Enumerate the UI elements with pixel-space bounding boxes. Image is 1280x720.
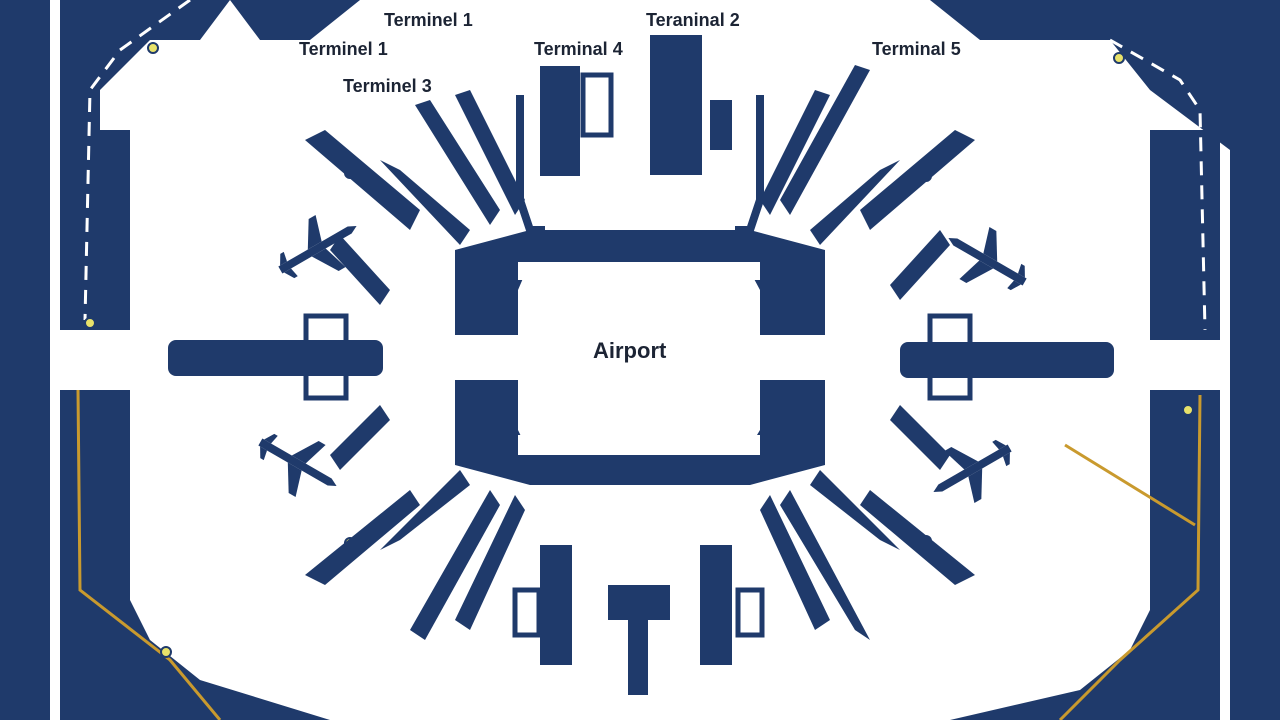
guidance-line-nw (83, 0, 191, 321)
terminal-label: Terminel 3 (343, 76, 432, 96)
pier-northwest (305, 90, 525, 305)
pier-east (900, 313, 1114, 401)
terminal-label: Terminel 1 (384, 10, 473, 30)
airplane-icon (948, 227, 1027, 291)
taxiway-line-sw (76, 389, 222, 720)
airplane-icon (933, 439, 1012, 503)
guidance-line-ne (1109, 38, 1207, 331)
terminal-label: Terminel 1 (299, 39, 388, 59)
terminal-label: Teraninal 2 (646, 10, 740, 30)
terminal-label: Terminal 5 (872, 39, 961, 59)
airport-label: Airport (593, 338, 667, 363)
airplane-icon (258, 433, 337, 497)
airplane-icon (278, 215, 357, 279)
taxiway-line-east (1064, 443, 1196, 527)
corner-aprons (60, 0, 1230, 720)
pier-southwest (305, 405, 525, 640)
pier-southeast (760, 405, 975, 640)
central-terminal (455, 230, 825, 485)
pier-west (168, 313, 383, 401)
pier-south (512, 545, 765, 695)
pier-northeast (760, 65, 975, 300)
terminal-label: Terminal 4 (534, 39, 623, 59)
pier-north (516, 35, 764, 234)
taxiway-line-se (1058, 394, 1202, 720)
